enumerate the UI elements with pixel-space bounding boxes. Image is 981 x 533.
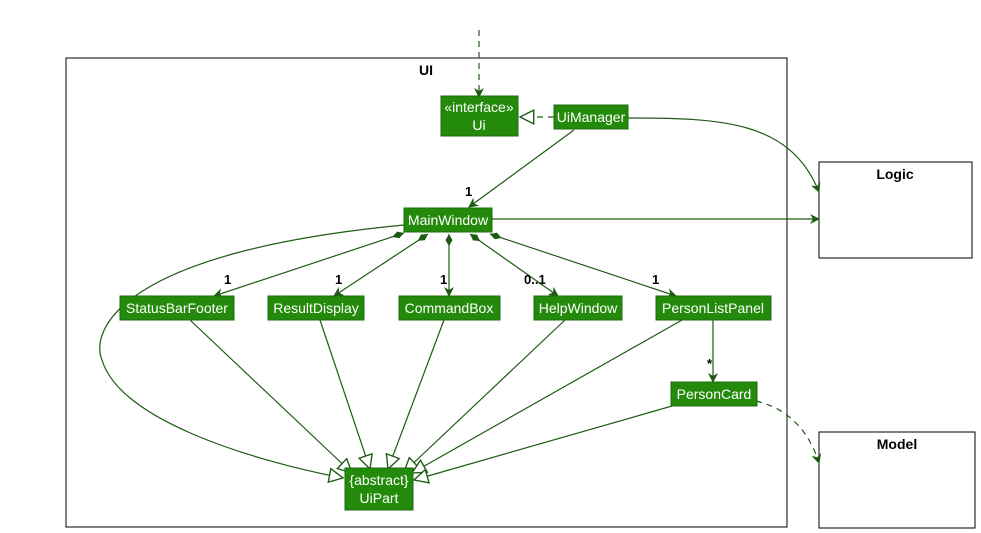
helpwindow-extends-uipart: [404, 319, 566, 472]
mult-commandbox: 1: [440, 272, 447, 287]
mult-personcard: *: [707, 356, 713, 371]
class-statusbarfooter[interactable]: StatusBarFooter: [119, 295, 235, 321]
edges: [99, 30, 822, 480]
mult-helpwindow: 0..1: [524, 272, 546, 287]
class-personcard[interactable]: PersonCard: [670, 381, 758, 407]
svg-text:MainWindow: MainWindow: [408, 212, 489, 228]
model-package-title: Model: [877, 436, 917, 452]
svg-text:PersonCard: PersonCard: [677, 386, 752, 402]
mult-statusbarfooter: 1: [224, 272, 231, 287]
personlistpanel-extends-uipart: [412, 319, 683, 473]
multiplicity-labels: 1 1 1 1 0..1 1 *: [224, 184, 713, 371]
svg-text:ResultDisplay: ResultDisplay: [273, 300, 359, 316]
svg-text:UiManager: UiManager: [557, 109, 626, 125]
svg-text:StatusBarFooter: StatusBarFooter: [126, 300, 228, 316]
personcard-to-model: [755, 400, 822, 464]
mainwindow-to-personlistpanel: [489, 232, 677, 298]
ui-stereotype: «interface»: [444, 99, 513, 115]
class-commandbox[interactable]: CommandBox: [398, 295, 501, 321]
statusbarfooter-extends-uipart: [189, 319, 352, 473]
mainwindow-to-resultdisplay: [333, 233, 429, 297]
resultdisplay-extends-uipart: [319, 319, 370, 469]
class-ui[interactable]: «interface» Ui: [440, 95, 519, 137]
uipart-name: UiPart: [360, 490, 399, 506]
class-helpwindow[interactable]: HelpWindow: [533, 295, 623, 321]
uimanager-to-logic: [626, 117, 821, 193]
ui-name: Ui: [472, 117, 485, 133]
mult-personlistpanel: 1: [652, 272, 659, 287]
personcard-extends-uipart: [414, 405, 673, 480]
class-personlistpanel[interactable]: PersonListPanel: [655, 295, 772, 321]
uimanager-to-mainwindow: [468, 129, 575, 208]
class-resultdisplay[interactable]: ResultDisplay: [267, 295, 365, 321]
svg-text:CommandBox: CommandBox: [405, 300, 494, 316]
ui-package-title: UI: [419, 62, 433, 78]
class-mainwindow[interactable]: MainWindow: [403, 207, 493, 233]
uipart-stereotype: {abstract}: [349, 472, 408, 488]
class-uimanager[interactable]: UiManager: [553, 104, 629, 130]
svg-text:PersonListPanel: PersonListPanel: [662, 300, 764, 316]
mult-mainwindow: 1: [465, 184, 472, 199]
mult-resultdisplay: 1: [335, 272, 342, 287]
logic-package-title: Logic: [876, 166, 914, 182]
mainwindow-extends-uipart: [99, 224, 405, 478]
model-package: [818, 431, 976, 529]
ui-package: [65, 57, 788, 528]
commandbox-extends-uipart: [388, 319, 445, 469]
svg-text:HelpWindow: HelpWindow: [539, 300, 618, 316]
logic-package: [818, 161, 973, 259]
class-uipart[interactable]: {abstract} UiPart: [344, 467, 414, 511]
